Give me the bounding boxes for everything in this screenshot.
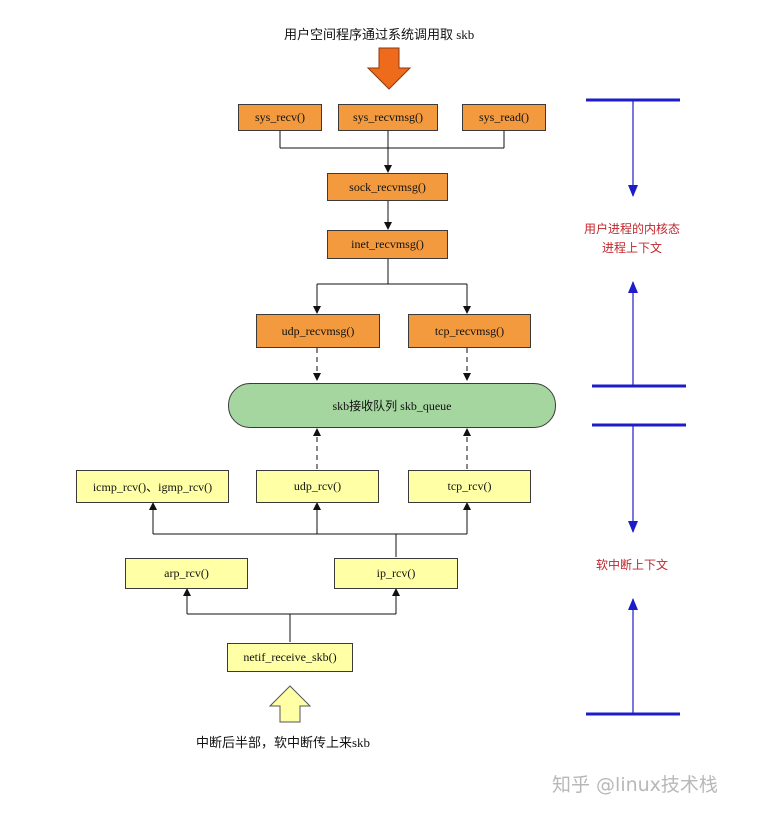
netif-fanout-connector [183,588,400,642]
top-caption: 用户空间程序通过系统调用取 skb [284,27,475,42]
user-context-line2: 进程上下文 [601,241,662,255]
watermark: 知乎 @linux技术栈 [552,774,718,796]
user-context-line1: 用户进程的内核态 [583,222,680,236]
recvmsg-to-queue-dashed [313,348,471,381]
context-divider [586,98,686,716]
sys-read-box: sys_read() [462,104,546,131]
arp-rcv-box: arp_rcv() [125,558,248,589]
softirq-context-label: 软中断上下文 [595,558,668,572]
rcv-to-queue-dashed [313,428,471,469]
tcp-rcv-box: tcp_rcv() [408,470,531,503]
udp-recvmsg-box: udp_recvmsg() [256,314,380,348]
netif-receive-skb-box: netif_receive_skb() [227,643,353,672]
bottom-caption: 中断后半部，软中断传上来skb [196,735,371,750]
ip-rcv-fanout-connector [149,502,471,557]
softirq-entry-arrow [268,685,312,723]
syscall-merge-connector [279,131,505,173]
tcp-recvmsg-box: tcp_recvmsg() [408,314,531,348]
inet-recvmsg-box: inet_recvmsg() [327,230,448,259]
inet-split-connector [313,259,471,314]
icmp-igmp-rcv-box: icmp_rcv()、igmp_rcv() [76,470,229,503]
user-context-label: 用户进程的内核态 进程上下文 [574,220,690,258]
sys-recvmsg-box: sys_recvmsg() [338,104,438,131]
sys-recv-box: sys_recv() [238,104,322,131]
udp-rcv-box: udp_rcv() [256,470,379,503]
syscall-entry-arrow [366,47,412,90]
ip-rcv-box: ip_rcv() [334,558,458,589]
skb-queue: skb接收队列 skb_queue [228,383,556,428]
sock-recvmsg-box: sock_recvmsg() [327,173,448,201]
